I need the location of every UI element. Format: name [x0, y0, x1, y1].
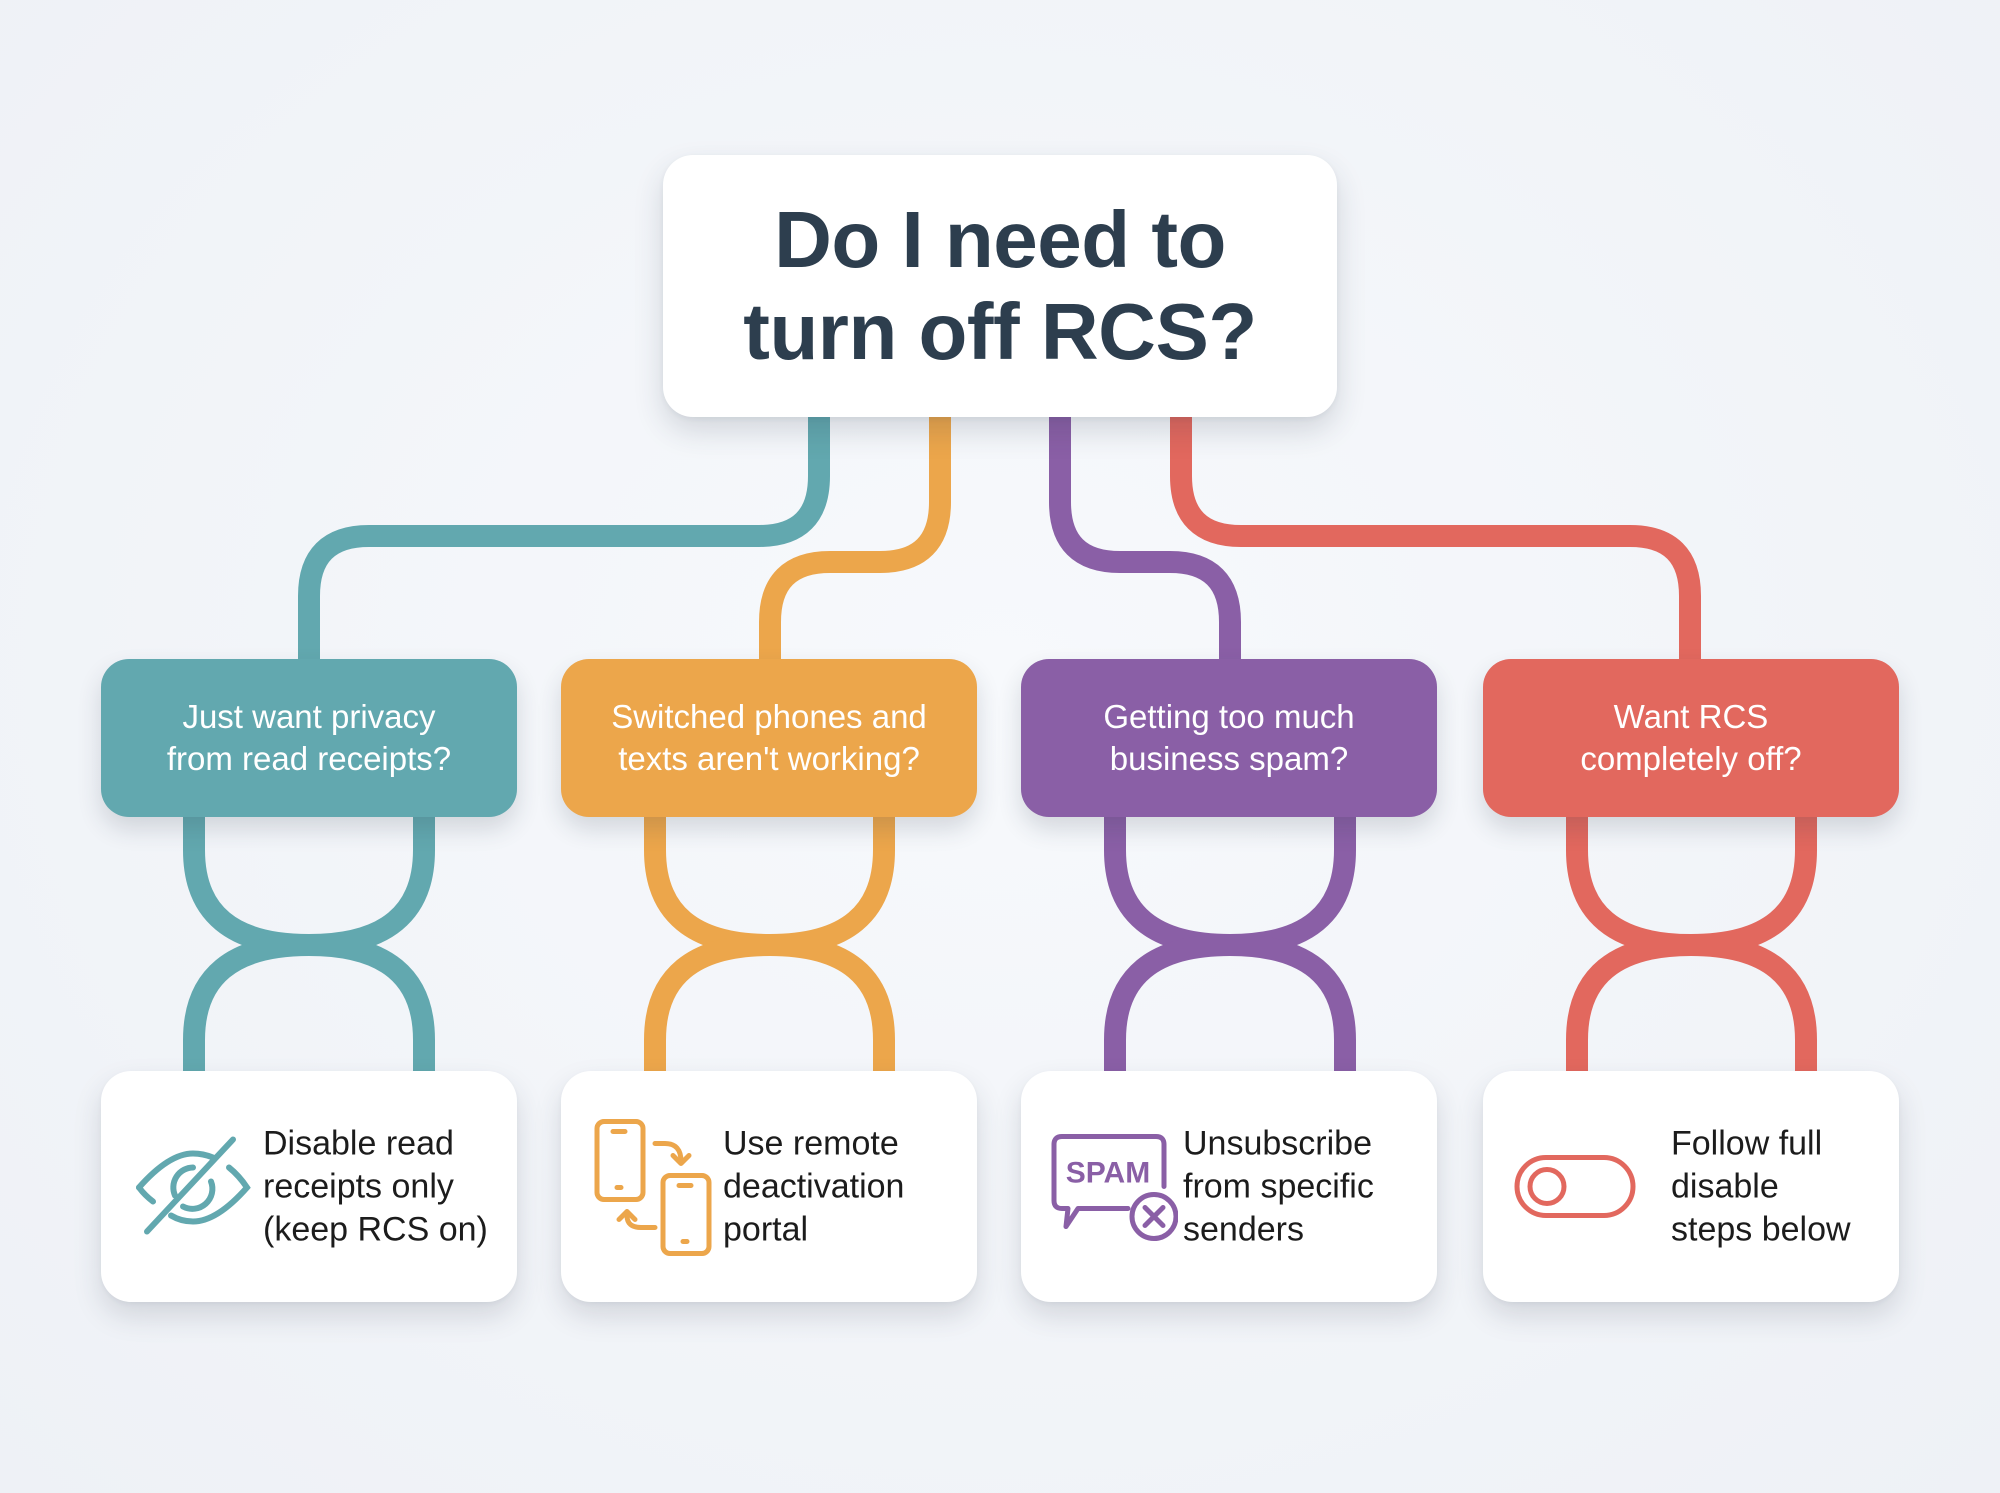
connector-teal-upper	[183, 812, 435, 957]
question-line-2: from read receipts?	[166, 740, 452, 777]
phone-transfer-icon	[585, 1119, 720, 1256]
title-line-1: Do I need to	[774, 195, 1226, 284]
connector-red-lower	[1566, 933, 1817, 1076]
question-line-2: business spam?	[1109, 740, 1349, 777]
question-business-spam: Getting too much business spam?	[1021, 659, 1437, 817]
question-line-2: completely off?	[1580, 740, 1802, 777]
toggle-off-icon	[1507, 1119, 1642, 1254]
connector-purple-top	[1049, 410, 1241, 662]
connector-teal-lower	[183, 933, 435, 1076]
connector-orange-upper	[644, 812, 895, 957]
answer-full-disable: Follow full disable steps below	[1483, 1071, 1899, 1302]
answer-line-2: disable	[1671, 1167, 1779, 1205]
answer-line-3: senders	[1183, 1210, 1304, 1248]
connector-teal-top	[298, 410, 830, 662]
question-line-1: Switched phones and	[611, 698, 927, 735]
connector-purple-lower	[1104, 933, 1356, 1076]
svg-text:SPAM: SPAM	[1065, 1157, 1149, 1190]
answer-line-1: Use remote	[723, 1124, 899, 1162]
answer-unsubscribe: SPAM Unsubscribe from specific senders	[1021, 1071, 1437, 1302]
title-line-2: turn off RCS?	[743, 287, 1257, 376]
answer-disable-read-receipts: Disable read receipts only (keep RCS on)	[101, 1071, 517, 1302]
eye-slash-icon	[125, 1119, 260, 1254]
question-line-2: texts aren't working?	[618, 740, 920, 777]
answer-line-2: receipts only	[263, 1167, 454, 1205]
connector-orange-lower	[644, 933, 895, 1076]
question-line-1: Just want privacy	[182, 698, 436, 735]
connector-orange-top	[759, 410, 951, 662]
question-switched-phones: Switched phones and texts aren't working…	[561, 659, 977, 817]
connector-red-upper	[1566, 812, 1817, 957]
answer-line-2: from specific	[1183, 1167, 1374, 1205]
answer-line-1: Unsubscribe	[1183, 1124, 1372, 1162]
question-line-1: Getting too much	[1103, 698, 1355, 735]
connector-red-top	[1170, 410, 1701, 662]
answer-line-2: deactivation	[723, 1167, 905, 1205]
answer-line-1: Follow full	[1671, 1124, 1823, 1162]
question-privacy: Just want privacy from read receipts?	[101, 659, 517, 817]
connector-purple-upper	[1104, 812, 1356, 957]
answer-line-3: portal	[723, 1210, 809, 1248]
answer-line-3: (keep RCS on)	[263, 1210, 488, 1248]
page-title: Do I need to turn off RCS?	[743, 194, 1257, 378]
spam-block-icon: SPAM	[1045, 1119, 1180, 1254]
question-rcs-completely-off: Want RCS completely off?	[1483, 659, 1899, 817]
answer-remote-deactivation: Use remote deactivation portal	[561, 1071, 977, 1302]
answer-line-1: Disable read	[263, 1124, 454, 1162]
answer-line-3: steps below	[1671, 1210, 1851, 1248]
title-card: Do I need to turn off RCS?	[663, 155, 1337, 417]
question-line-1: Want RCS	[1613, 698, 1769, 735]
